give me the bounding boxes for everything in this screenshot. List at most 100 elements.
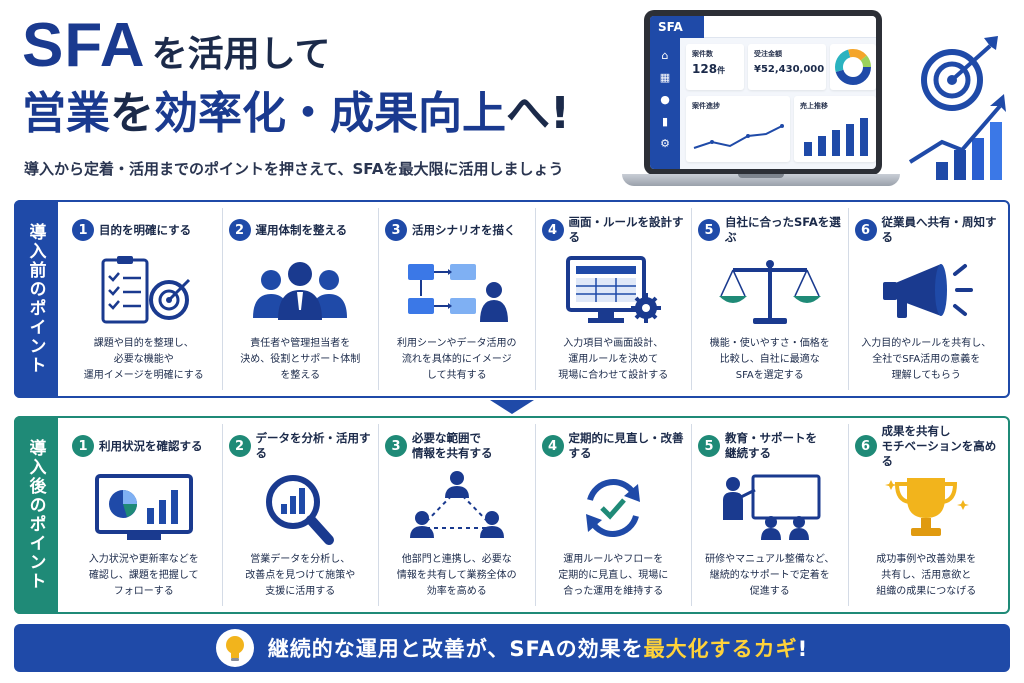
app-topbar <box>704 16 876 38</box>
flow-person-icon <box>407 264 508 322</box>
section-label-after: 導入後のポイント <box>14 416 58 614</box>
point-title: 目的を明確にする <box>99 222 192 237</box>
lightbulb-icon <box>215 629 254 667</box>
step-number: 3 <box>385 219 407 241</box>
step-number: 3 <box>385 435 407 457</box>
trophy-icon <box>885 478 970 536</box>
progress-card: 案件進捗 <box>686 96 790 162</box>
point-description: 成功事例や改善効果を 共有し、活用意欲と 組織の成果につなげる <box>876 554 977 597</box>
point-description: 他部門と連携し、必要な 情報を共有して業務全体の 効率を高める <box>396 554 517 597</box>
kpi-card-deals: 案件数 128件 <box>686 44 744 90</box>
app-sidebar: ⌂ ▦ ● ▮ ⚙ <box>650 16 680 169</box>
kpi-value: 128件 <box>692 62 726 76</box>
point-title: 画面・ルールを設計する <box>568 215 684 244</box>
title-line-2: 営業を効率化・成果向上へ! <box>22 84 570 144</box>
footer-highlight: 最大化するカギ <box>643 637 798 661</box>
sales-trend-card: 売上推移 <box>794 96 876 162</box>
gear-icon: ⚙ <box>660 137 670 150</box>
card-label: 案件進捗 <box>692 102 720 110</box>
app-brand: SFA <box>650 16 704 38</box>
bar-chart-icon: ▮ <box>661 115 669 128</box>
step-number: 2 <box>228 435 251 457</box>
user-icon: ● <box>660 93 670 106</box>
step-number: 1 <box>72 219 94 241</box>
point-description: 課題や目的を整理し、 必要な機能や 運用イメージを明確にする <box>83 338 204 381</box>
point-description: 責任者や管理担当者を 決め、役割とサポート体制 を整える <box>240 338 361 381</box>
down-arrow-icon <box>490 400 534 414</box>
dashboard-icon <box>94 474 193 540</box>
point-description: 利用シーンやデータ活用の 流れを具体的にイメージ して共有する <box>397 338 517 381</box>
megaphone-icon <box>883 264 974 318</box>
point-title: データを分析・活用する <box>255 431 371 460</box>
point-description: 入力状況や更新率などを 確認し、課題を把握して フォローする <box>88 554 199 597</box>
point-card: 2 運用体制を整える 責任者や管理担当者を 決め、役割とサポート体制 を整える <box>221 208 379 390</box>
title-line1-rest: を活用して <box>151 34 331 75</box>
point-title: 活用シナリオを描く <box>412 222 516 237</box>
cycle-check-icon <box>586 479 641 537</box>
bar-chart-icon <box>804 118 868 156</box>
title-part-c: 効率化・成果向上 <box>154 88 506 139</box>
point-title: 自社に合ったSFAを選ぶ <box>725 215 841 244</box>
step-number: 1 <box>72 435 94 457</box>
balance-scale-icon <box>718 260 821 324</box>
donut-chart-icon <box>835 49 871 85</box>
point-title: 教育・サポートを 継続する <box>725 431 817 460</box>
point-card: 3 活用シナリオを描く 利用シーンやデータ活用の 流れを具体的にイメージ して共有… <box>378 208 535 390</box>
donut-chart-card <box>830 44 876 90</box>
screen-gear-icon <box>566 256 662 323</box>
card-label: 売上推移 <box>800 102 828 110</box>
point-description: 運用ルールやフローを 定期的に見直し、現場に 合った運用を維持する <box>558 554 669 597</box>
section-after: 導入後のポイント 1 利用状況を確認する 入力状況や更新率などを 確認し、課題を把… <box>14 416 1010 614</box>
building-icon: ▦ <box>659 71 671 84</box>
title-part-d: へ! <box>506 88 571 139</box>
footer-banner: 継続的な運用と改善が、SFAの効果を最大化するカギ! <box>14 624 1010 672</box>
home-icon: ⌂ <box>661 49 669 62</box>
network-people-icon <box>409 471 504 538</box>
team-icon <box>253 262 348 320</box>
kpi-card-sales: 受注金額 ¥52,430,000 <box>748 44 826 90</box>
laptop-base <box>622 174 900 186</box>
step-number: 6 <box>854 219 877 241</box>
section-label-before: 導入前のポイント <box>14 200 58 398</box>
point-description: 入力目的やルールを共有し、 全社でSFA活用の意義を 理解してもらう <box>861 338 992 381</box>
point-title: 利用状況を確認する <box>99 438 203 453</box>
point-description: 営業データを分析し、 改善点を見つけて施策や 支援に活用する <box>245 554 356 597</box>
step-number: 4 <box>541 435 564 457</box>
point-title: 運用体制を整える <box>255 222 348 237</box>
point-title: 成果を共有し モチベーションを高める <box>881 423 997 468</box>
step-number: 4 <box>541 219 564 241</box>
title-line-1: SFA を活用して <box>22 10 331 82</box>
section-before: 導入前のポイント 1 目的を明確にする 課題や目的を整理し、 必要な機能や 運用イ… <box>14 200 1010 398</box>
point-title: 従業員へ共有・周知する <box>881 215 997 244</box>
point-title: 必要な範囲で 情報を共有する <box>412 431 493 460</box>
target-growth-icon <box>908 36 1006 180</box>
step-number: 6 <box>854 435 877 457</box>
title-part-b: を <box>110 88 154 139</box>
kpi-label: 受注金額 <box>754 50 782 58</box>
laptop-illustration: ⌂ ▦ ● ▮ ⚙ SFA 案件数 128件 受注金額 ¥52,430,000 <box>622 8 900 186</box>
checklist-target-icon <box>101 256 190 324</box>
subtitle: 導入から定着・活用までのポイントを押さえて、SFAを最大限に活用しましょう <box>24 160 564 178</box>
kpi-value: ¥52,430,000 <box>754 64 825 75</box>
step-number: 5 <box>698 219 720 241</box>
point-description: 入力項目や画面設計、 運用ルールを決めて 現場に合わせて設計する <box>558 338 669 381</box>
point-description: 研修やマニュアル整備など、 継続的なサポートで定着を 促進する <box>705 554 835 597</box>
title-sfa: SFA <box>22 11 146 80</box>
step-number: 5 <box>698 435 720 457</box>
point-description: 機能・使いやすさ・価格を 比較し、自社に最適な SFAを選定する <box>709 338 830 381</box>
kpi-label: 案件数 <box>692 50 713 58</box>
footer-message: 継続的な運用と改善が、SFAの効果を最大化するカギ! <box>267 637 809 661</box>
step-number: 2 <box>228 219 251 241</box>
title-part-a: 営業 <box>22 88 110 139</box>
training-icon <box>722 474 821 540</box>
line-chart-icon <box>693 124 784 149</box>
point-title: 定期的に見直し・改善する <box>568 431 684 460</box>
